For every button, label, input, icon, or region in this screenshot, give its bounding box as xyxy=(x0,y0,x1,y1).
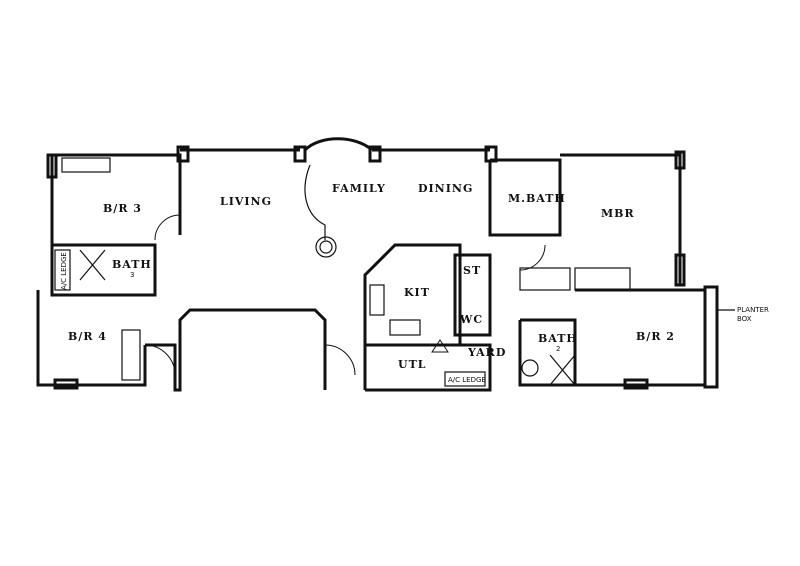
room-label-mbath: M.BATH xyxy=(508,192,566,205)
room-label-bath3-number: 3 xyxy=(130,271,134,279)
room-label-br3: B/R 3 xyxy=(103,202,142,215)
room-label-wc: WC xyxy=(459,313,483,326)
room-label-yard: YARD xyxy=(467,346,506,359)
room-label-br4: B/R 4 xyxy=(68,330,107,343)
room-label-ac-ledge-left: A/C LEDGE xyxy=(60,252,68,290)
room-label-utl: UTL xyxy=(398,358,427,371)
room-labels: B/R 3 LIVING FAMILY DINING M.BATH MBR BA… xyxy=(60,182,769,384)
room-label-living: LIVING xyxy=(220,195,272,208)
exterior-walls xyxy=(36,137,735,392)
room-label-st: ST xyxy=(463,264,481,277)
room-label-bath2-number: 2 xyxy=(556,345,560,353)
room-label-dining: DINING xyxy=(418,182,473,195)
room-label-mbr: MBR xyxy=(601,207,635,220)
room-label-family: FAMILY xyxy=(332,182,386,195)
room-label-br2: B/R 2 xyxy=(636,330,675,343)
room-label-bath2: BATH xyxy=(538,332,578,345)
planter-label-line2: BOX xyxy=(737,315,752,323)
room-label-kit: KIT xyxy=(404,286,430,299)
room-label-bath3: BATH xyxy=(112,258,152,271)
planter-label-line1: PLANTER xyxy=(737,306,769,314)
room-label-ac-ledge-yard: A/C LEDGE xyxy=(448,376,486,384)
